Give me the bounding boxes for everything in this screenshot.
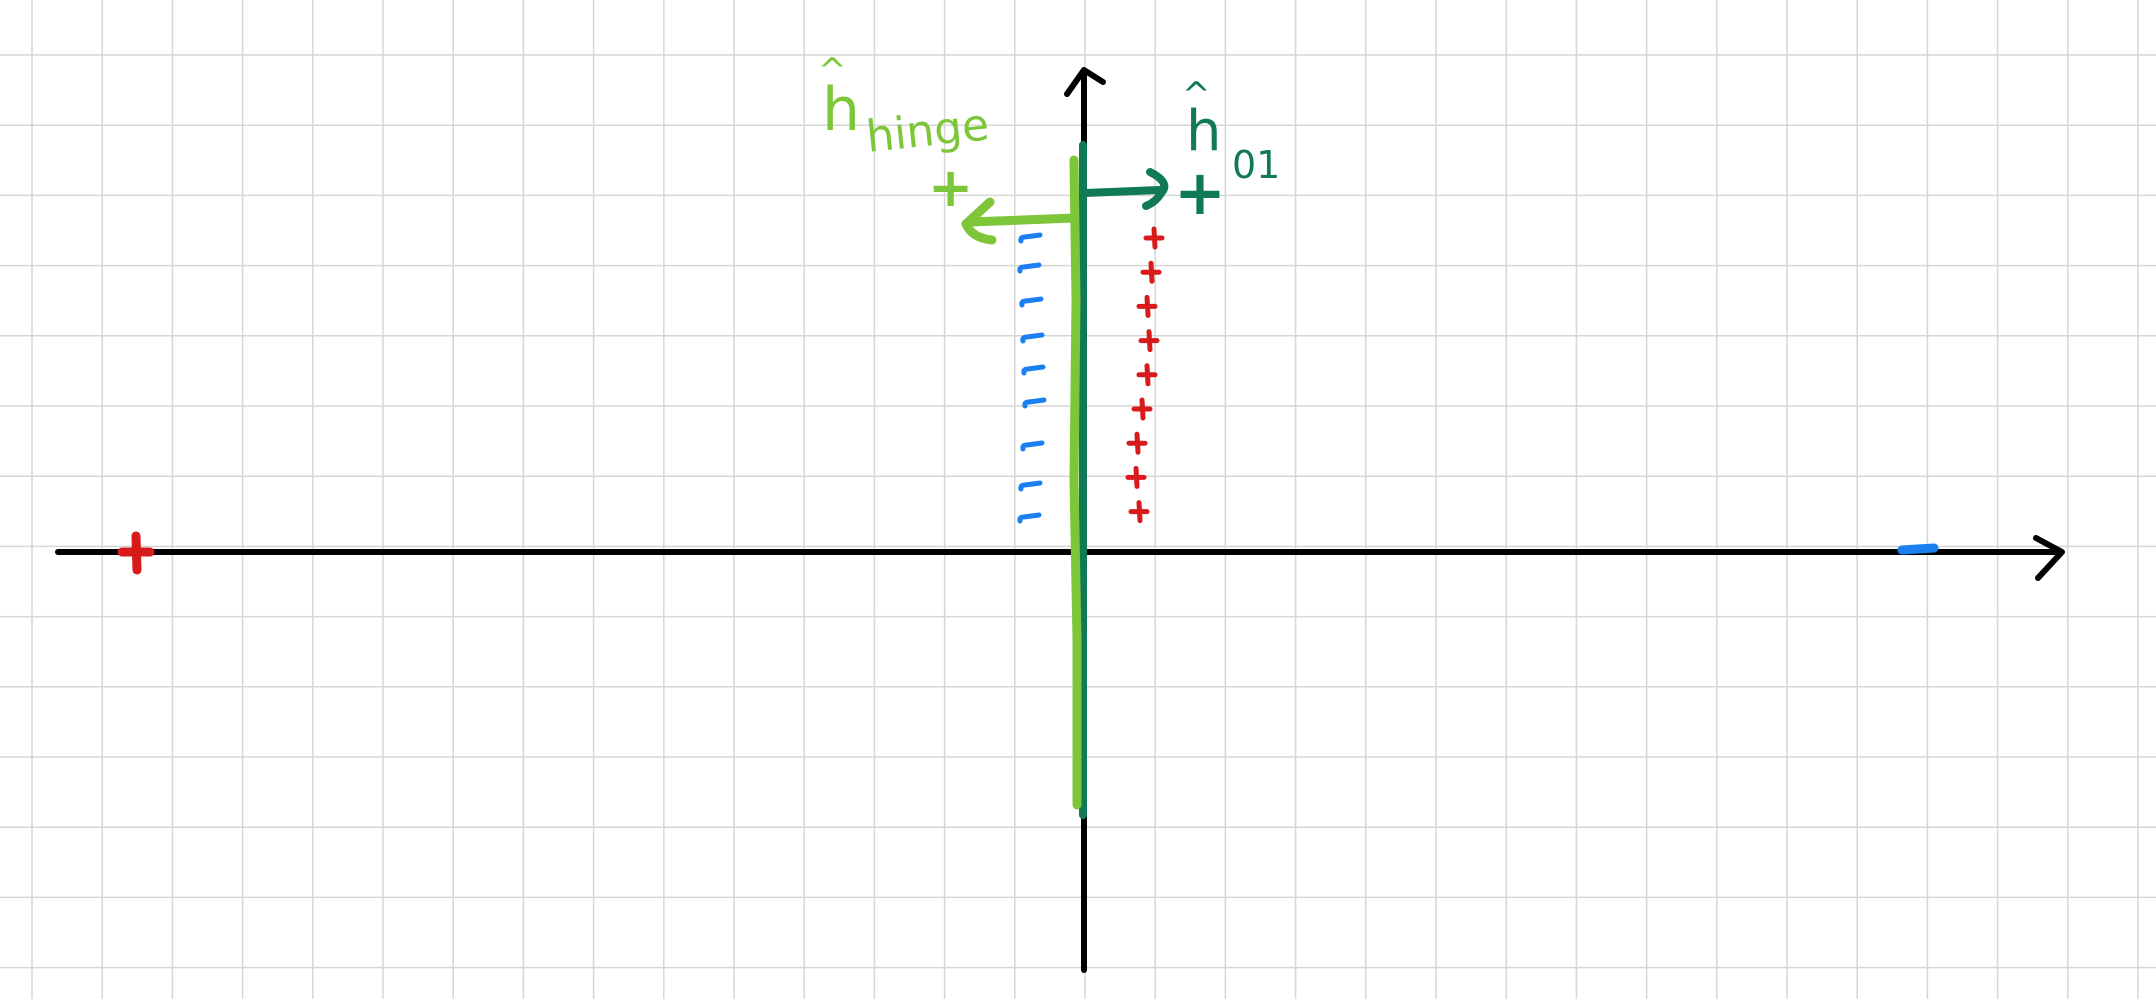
positive-point bbox=[1128, 500, 1150, 524]
positive-point bbox=[1125, 465, 1147, 489]
positive-point bbox=[1126, 431, 1148, 455]
hinge-subscript: hinge bbox=[864, 99, 992, 163]
negative-point bbox=[1017, 262, 1042, 274]
negative-point bbox=[1019, 296, 1044, 308]
negative-point bbox=[1021, 364, 1046, 376]
positive-outlier bbox=[117, 531, 155, 575]
positive-point bbox=[1136, 363, 1158, 387]
axes bbox=[55, 67, 2065, 973]
positive-point bbox=[1143, 226, 1165, 250]
negative-point bbox=[1018, 480, 1043, 492]
zero-one-normal-arrow bbox=[1081, 186, 1164, 197]
hinge-hat: ^ bbox=[818, 51, 847, 91]
positive-point bbox=[1140, 260, 1162, 284]
negative-point bbox=[1020, 332, 1045, 344]
negative-outlier bbox=[1897, 543, 1939, 555]
zero-one-classifier bbox=[1079, 141, 1169, 819]
hinge-plus: + bbox=[928, 156, 973, 219]
zero-one-subscript: 01 bbox=[1232, 143, 1280, 187]
hinge-classifier bbox=[961, 155, 1082, 810]
hinge-label: ^ h hinge + bbox=[818, 51, 991, 219]
zero-one-label: ^ h 01 + bbox=[1174, 75, 1280, 229]
positive-points-cluster bbox=[1125, 226, 1165, 524]
negative-points-cluster bbox=[1017, 232, 1047, 524]
zero-one-arrowhead bbox=[1142, 168, 1169, 210]
positive-point bbox=[1131, 397, 1153, 421]
zero-one-hat: ^ bbox=[1182, 75, 1211, 115]
negative-point bbox=[1020, 440, 1045, 452]
hinge-h: h bbox=[822, 75, 860, 145]
x-axis-arrowhead bbox=[2033, 535, 2065, 581]
negative-point bbox=[1018, 232, 1043, 244]
positive-point bbox=[1138, 329, 1160, 353]
zero-one-h: h bbox=[1186, 99, 1222, 164]
negative-point bbox=[1017, 512, 1042, 524]
negative-point bbox=[1022, 397, 1047, 409]
positive-outlier-v bbox=[131, 531, 142, 575]
negative-outlier-dash bbox=[1897, 543, 1939, 555]
positive-point bbox=[1136, 294, 1158, 318]
hinge-boundary bbox=[1069, 155, 1082, 810]
hinge-arrowhead bbox=[961, 197, 997, 245]
y-axis-arrowhead bbox=[1064, 67, 1106, 97]
hinge-normal-arrow bbox=[965, 213, 1079, 227]
zero-one-plus: + bbox=[1174, 156, 1226, 229]
